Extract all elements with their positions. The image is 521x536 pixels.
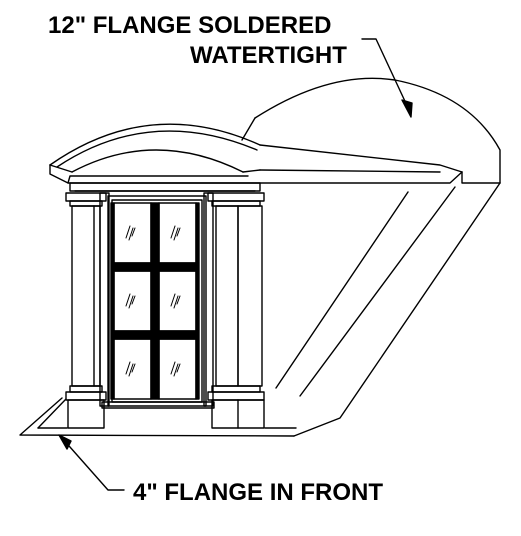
left-pilaster — [65, 192, 110, 429]
right-pilaster — [203, 192, 265, 429]
bottom-leader-arrow — [58, 434, 125, 491]
window-pane — [158, 202, 197, 264]
entablature — [69, 182, 261, 192]
window-pane — [158, 270, 197, 332]
callout-text-line1: 12" FLANGE SOLDERED — [48, 12, 331, 39]
window-pane — [158, 338, 197, 400]
window-pane — [113, 338, 152, 400]
callout-text-bottom: 4" FLANGE IN FRONT — [133, 479, 383, 506]
window-pane — [113, 270, 152, 332]
window-pane — [113, 202, 152, 264]
window-unit — [101, 195, 215, 409]
callout-text-line2: WATERTIGHT — [190, 42, 347, 69]
glass-glare-marks — [125, 225, 181, 377]
curved-roof — [49, 123, 463, 184]
top-leader-arrow — [361, 38, 413, 118]
roof-flange — [19, 77, 501, 437]
